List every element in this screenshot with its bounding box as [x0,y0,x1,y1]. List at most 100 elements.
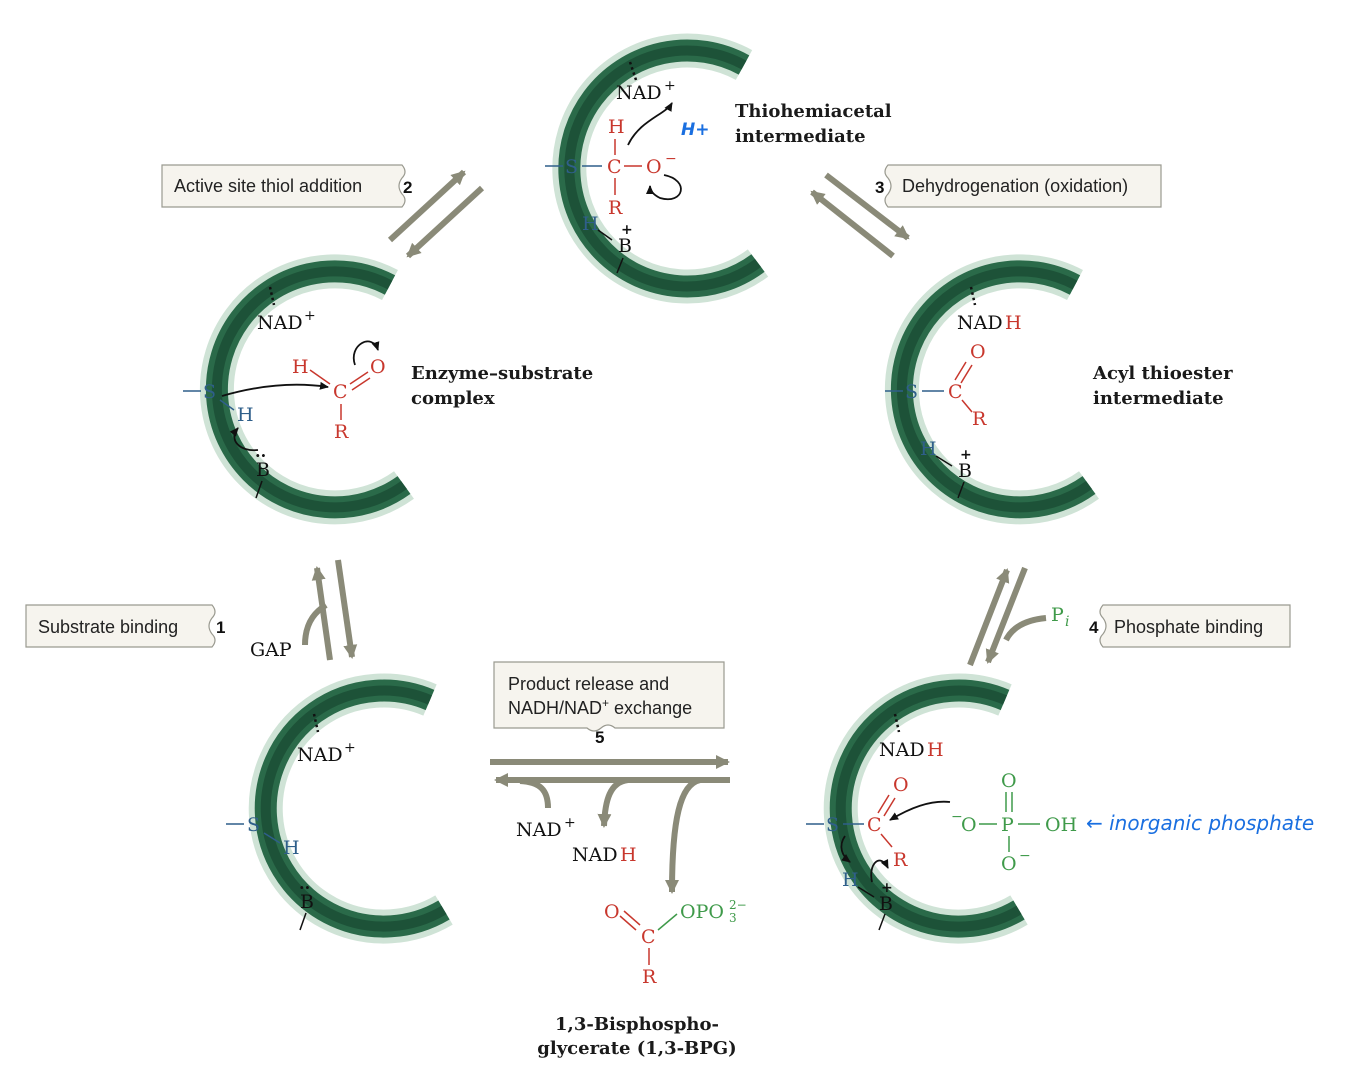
step5-text-2sup: + [602,696,609,710]
step2-number: 2 [403,178,412,197]
h-top: H [608,116,625,138]
h-thiol: H [237,404,254,426]
step3-text: Dehydrogenation (oxidation) [902,176,1128,196]
product-opo-sup: 2− [729,898,747,912]
step3-arrows [810,172,910,259]
inorganic-phosphate-annotation: ← inorganic phosphate [1086,811,1314,835]
state-enzyme-substrate: NAD + S H H C O R B ·· Enzyme–substrate … [183,286,593,499]
enzyme-thiohemiacetal [552,33,769,304]
step3-number: 3 [875,178,884,197]
b-lone-pair: ·· [255,446,266,465]
nadh-h: H [927,739,944,761]
thiohemiacetal-title-1: Thiohemiacetal [735,101,892,122]
o-atom: O [970,341,986,363]
h-atom: H [283,837,300,859]
step4-text: Phosphate binding [1114,617,1263,637]
step5-arrows: NAD + NAD H [490,755,730,894]
product-o: O [604,901,620,923]
product-name-2: glycerate (1,3-BPG) [537,1038,736,1059]
step5-number: 5 [595,728,604,747]
nad-charge: + [664,78,676,94]
po-p: P [1001,814,1014,836]
es-title-2: complex [411,388,495,409]
enzyme-phosphate-bound [823,673,1028,944]
b-atom: B [300,891,314,913]
s-atom: S [247,814,260,836]
b-charge: + [960,447,972,463]
nadh-out-n: NAD [572,844,618,866]
es-title-1: Enzyme–substrate [411,363,593,384]
o-minus-atom: O [646,156,662,178]
step5-text-2: NADH/NAD+ exchange [508,696,692,718]
h-base: H [842,869,859,891]
acyl-title-2: intermediate [1093,388,1224,409]
nadh-n: NAD [879,739,925,761]
nad-label: NAD [257,312,303,334]
step3-label: 3 Dehydrogenation (oxidation) [875,164,1162,208]
step1-label: Substrate binding 1 [25,604,225,648]
step1-number: 1 [216,618,225,637]
po-o-top: O [1001,770,1017,792]
b-charge: + [881,880,893,896]
step1-text: Substrate binding [38,617,178,637]
c-atom: C [867,814,882,836]
po-oh: OH [1045,814,1077,836]
step5-text-2a: NADH/NAD [508,698,602,718]
nadh-h: H [1005,312,1022,334]
gap-reagent: GAP [250,639,292,661]
state-thiohemiacetal: NAD + H S C O − R H B + H+ Thiohemiaceta… [545,61,892,274]
r-group: R [334,421,349,443]
s-atom: S [905,381,918,403]
product-r: R [642,966,657,988]
step2-text: Active site thiol addition [174,176,362,196]
o-top: O [893,774,909,796]
h-aldehyde: H [292,356,309,378]
product-name-1: 1,3-Bisphospho- [555,1014,719,1035]
c-atom: C [948,381,963,403]
b-lone-pair: ·· [299,878,310,897]
step4-arrows: P i [967,566,1069,667]
thiohemiacetal-title-2: intermediate [735,126,866,147]
nad-label: NAD [616,82,662,104]
o-charge: − [665,151,677,167]
enzyme-acyl-thioester [884,254,1099,525]
step2-arrows [387,169,485,259]
step5-label: Product release and NADH/NAD+ exchange 5 [493,661,725,747]
nad-charge: + [344,740,356,756]
step4-number: 4 [1089,618,1099,637]
step5-text-2b: exchange [609,698,692,718]
product-c: C [641,926,656,948]
nad-charge: + [304,308,316,324]
nad-in-charge: + [564,815,576,831]
s-atom: S [826,814,839,836]
state-acyl-thioester: NAD H O S C R H B + Acyl thioester inter… [885,286,1233,499]
step5-text-1: Product release and [508,674,669,694]
po-o-bottom-charge: − [1019,848,1031,864]
c-atom: C [333,381,348,403]
r-group: R [972,408,987,430]
product-13bpg: O C OPO 3 2− R 1,3-Bisphospho- glycerate… [537,898,746,1059]
pi-reagent: P [1051,604,1064,626]
b-atom: B [256,459,270,481]
enzyme-free [248,673,453,944]
acyl-title-1: Acyl thioester [1092,363,1233,384]
po-o-bottom: O [1001,853,1017,875]
o-atom: O [370,356,386,378]
step4-label: 4 Phosphate binding [1089,604,1291,648]
c-atom: C [607,156,622,178]
s-atom: S [203,381,216,403]
h-base: H [582,213,599,235]
nadh-out-h: H [620,844,637,866]
b-atom: B [879,893,893,915]
enzyme-substrate-complex-shape [199,254,414,525]
b-atom: B [618,235,632,257]
state-phosphate-bound: NAD H O S C R H B + O − O P OH O − ← ino… [806,713,1314,931]
b-charge: + [621,222,633,238]
product-opo-sub: 3 [729,911,737,925]
po-o-left: O [961,814,977,836]
step2-label: Active site thiol addition 2 [161,164,412,208]
product-opo: OPO [680,901,724,923]
r-group: R [893,849,908,871]
h-plus-annotation: H+ [681,120,709,140]
